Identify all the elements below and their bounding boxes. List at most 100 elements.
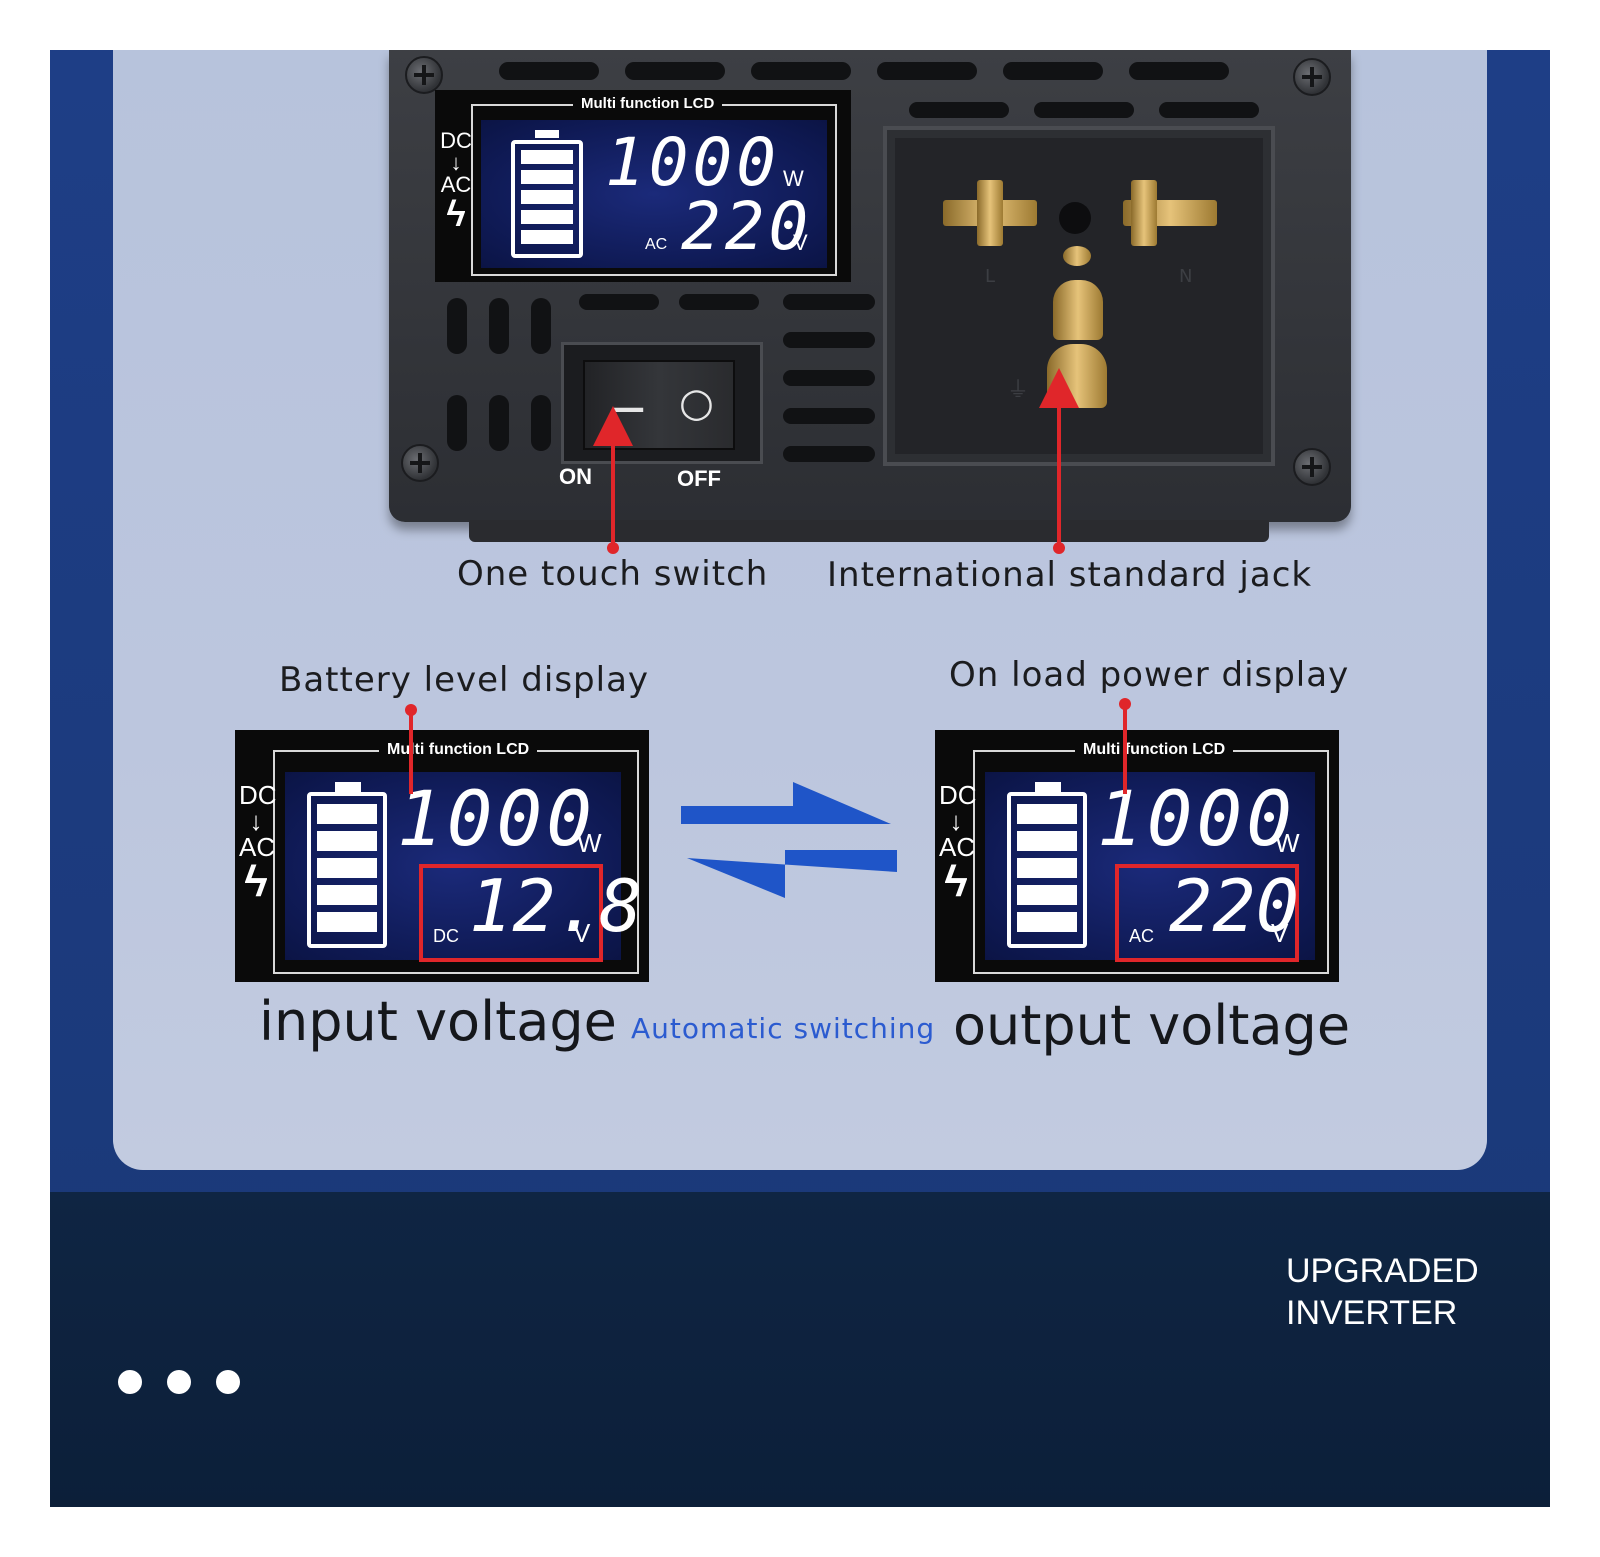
vent-slot bbox=[625, 62, 725, 80]
screw-icon bbox=[1293, 448, 1331, 486]
lightning-bolt-icon: ϟ bbox=[944, 857, 968, 906]
vent-slot bbox=[489, 395, 509, 451]
battery-icon bbox=[1007, 782, 1087, 948]
pager-dot[interactable] bbox=[167, 1370, 191, 1394]
dc-ac-mode-label: DC ↓ AC ϟ bbox=[939, 780, 977, 906]
voltage-prefix: AC bbox=[1129, 926, 1155, 946]
down-arrow-icon: ↓ bbox=[450, 150, 462, 175]
vent-slot bbox=[1129, 62, 1229, 80]
brand-title: UPGRADED INVERTER bbox=[1286, 1250, 1479, 1334]
annotation-dot bbox=[1053, 542, 1065, 554]
voltage-unit: V bbox=[1271, 918, 1289, 948]
socket-contact bbox=[1063, 246, 1091, 266]
voltage-unit: V bbox=[573, 918, 591, 948]
red-arrow-icon bbox=[593, 406, 633, 446]
on-label: ON bbox=[559, 464, 592, 489]
vent-slot bbox=[579, 294, 659, 310]
lcd-title: Multi function LCD bbox=[379, 741, 538, 759]
vent-slot bbox=[751, 62, 851, 80]
vent-slot bbox=[877, 62, 977, 80]
brand-line-2: INVERTER bbox=[1286, 1294, 1458, 1332]
vent-slot bbox=[783, 370, 875, 386]
annotation-line bbox=[409, 710, 413, 794]
ac-label: AC bbox=[939, 832, 976, 862]
automatic-switching-label: Automatic switching bbox=[631, 1012, 936, 1045]
power-unit: W bbox=[783, 166, 804, 191]
dc-label: DC bbox=[939, 780, 977, 810]
lightning-bolt-icon: ϟ bbox=[446, 193, 466, 234]
lcd-title: Multi function LCD bbox=[573, 95, 723, 112]
off-glyph-icon: ○ bbox=[679, 380, 714, 426]
vent-slot bbox=[1003, 62, 1103, 80]
power-value: 1000 bbox=[397, 774, 597, 863]
power-value: 1000 bbox=[605, 124, 780, 201]
output-voltage-caption: output voltage bbox=[953, 994, 1351, 1057]
power-rocker-switch[interactable]: — ○ bbox=[583, 360, 735, 450]
battery-icon bbox=[511, 130, 583, 258]
lcd-screen: 1000 W bbox=[985, 772, 1315, 960]
vent-slot bbox=[531, 395, 551, 451]
voltage-unit: V bbox=[793, 230, 808, 255]
top-lcd-display: Multi function LCD DC ↓ AC ϟ 1000 W AC bbox=[435, 90, 851, 282]
vent-slot bbox=[783, 294, 875, 310]
vent-slot bbox=[909, 102, 1009, 118]
universal-ac-socket[interactable]: L N ⏚ bbox=[883, 126, 1275, 466]
load-caption: On load power display bbox=[949, 655, 1350, 695]
annotation-line bbox=[611, 442, 615, 550]
socket-n-label: N bbox=[1179, 266, 1193, 287]
ac-label: AC bbox=[440, 172, 472, 197]
brand-line-1: UPGRADED bbox=[1286, 1252, 1479, 1290]
switch-caption: One touch switch bbox=[457, 554, 769, 594]
power-value: 1000 bbox=[1097, 774, 1297, 863]
input-lcd-display: Multi function LCD DC ↓ AC ϟ 1000 W bbox=[235, 730, 649, 982]
vent-slot bbox=[499, 62, 599, 80]
dc-ac-mode-label: DC ↓ AC ϟ bbox=[439, 130, 473, 232]
annotation-dot bbox=[607, 542, 619, 554]
vent-slot bbox=[489, 298, 509, 354]
vent-slot bbox=[447, 298, 467, 354]
socket-l-label: L bbox=[985, 266, 996, 287]
dc-label: DC bbox=[440, 128, 472, 153]
socket-pin-left bbox=[977, 180, 1003, 246]
annotation-line bbox=[1123, 704, 1127, 794]
pager-dot[interactable] bbox=[216, 1370, 240, 1394]
screw-icon bbox=[1293, 58, 1331, 96]
vent-slot bbox=[783, 408, 875, 424]
lcd-screen: 1000 W AC 220 V bbox=[481, 120, 827, 268]
footer-band: UPGRADED INVERTER bbox=[50, 1192, 1550, 1507]
input-voltage-caption: input voltage bbox=[259, 990, 617, 1053]
vent-slot bbox=[679, 294, 759, 310]
annotation-dot bbox=[1119, 698, 1131, 710]
output-lcd-display: Multi function LCD DC ↓ AC ϟ 1000 W bbox=[935, 730, 1339, 982]
voltage-prefix: AC bbox=[645, 236, 668, 253]
socket-ground-pin bbox=[1053, 280, 1103, 340]
pager-dot[interactable] bbox=[118, 1370, 142, 1394]
jack-caption: International standard jack bbox=[827, 555, 1313, 595]
input-voltage-highlight: DC 12.8 V bbox=[419, 864, 642, 962]
vent-slot bbox=[447, 395, 467, 451]
battery-caption: Battery level display bbox=[279, 660, 650, 700]
screw-icon bbox=[405, 56, 443, 94]
voltage-prefix: DC bbox=[433, 926, 459, 946]
voltage-value: 220 bbox=[681, 188, 813, 265]
vent-slot bbox=[783, 332, 875, 348]
lightning-bolt-icon: ϟ bbox=[244, 857, 268, 906]
socket-shutter bbox=[1059, 202, 1091, 234]
off-label: OFF bbox=[677, 466, 721, 491]
down-arrow-icon: ↓ bbox=[249, 806, 263, 836]
dc-label: DC bbox=[239, 780, 277, 810]
output-voltage-highlight: AC 220 V bbox=[1115, 864, 1299, 962]
voltage-value: 220 bbox=[1169, 864, 1300, 948]
ground-icon: ⏚ bbox=[1007, 378, 1030, 403]
vent-slot bbox=[531, 298, 551, 354]
annotation-dot bbox=[405, 704, 417, 716]
battery-icon bbox=[307, 782, 387, 948]
red-arrow-icon bbox=[1039, 368, 1079, 408]
screw-icon bbox=[401, 444, 439, 482]
switching-arrows-icon bbox=[681, 782, 897, 898]
dc-ac-mode-label: DC ↓ AC ϟ bbox=[239, 780, 277, 906]
lcd-title: Multi function LCD bbox=[1075, 741, 1234, 759]
down-arrow-icon: ↓ bbox=[949, 806, 963, 836]
inverter-base bbox=[469, 520, 1269, 542]
content-panel: Multi function LCD DC ↓ AC ϟ 1000 W AC bbox=[113, 50, 1487, 1170]
